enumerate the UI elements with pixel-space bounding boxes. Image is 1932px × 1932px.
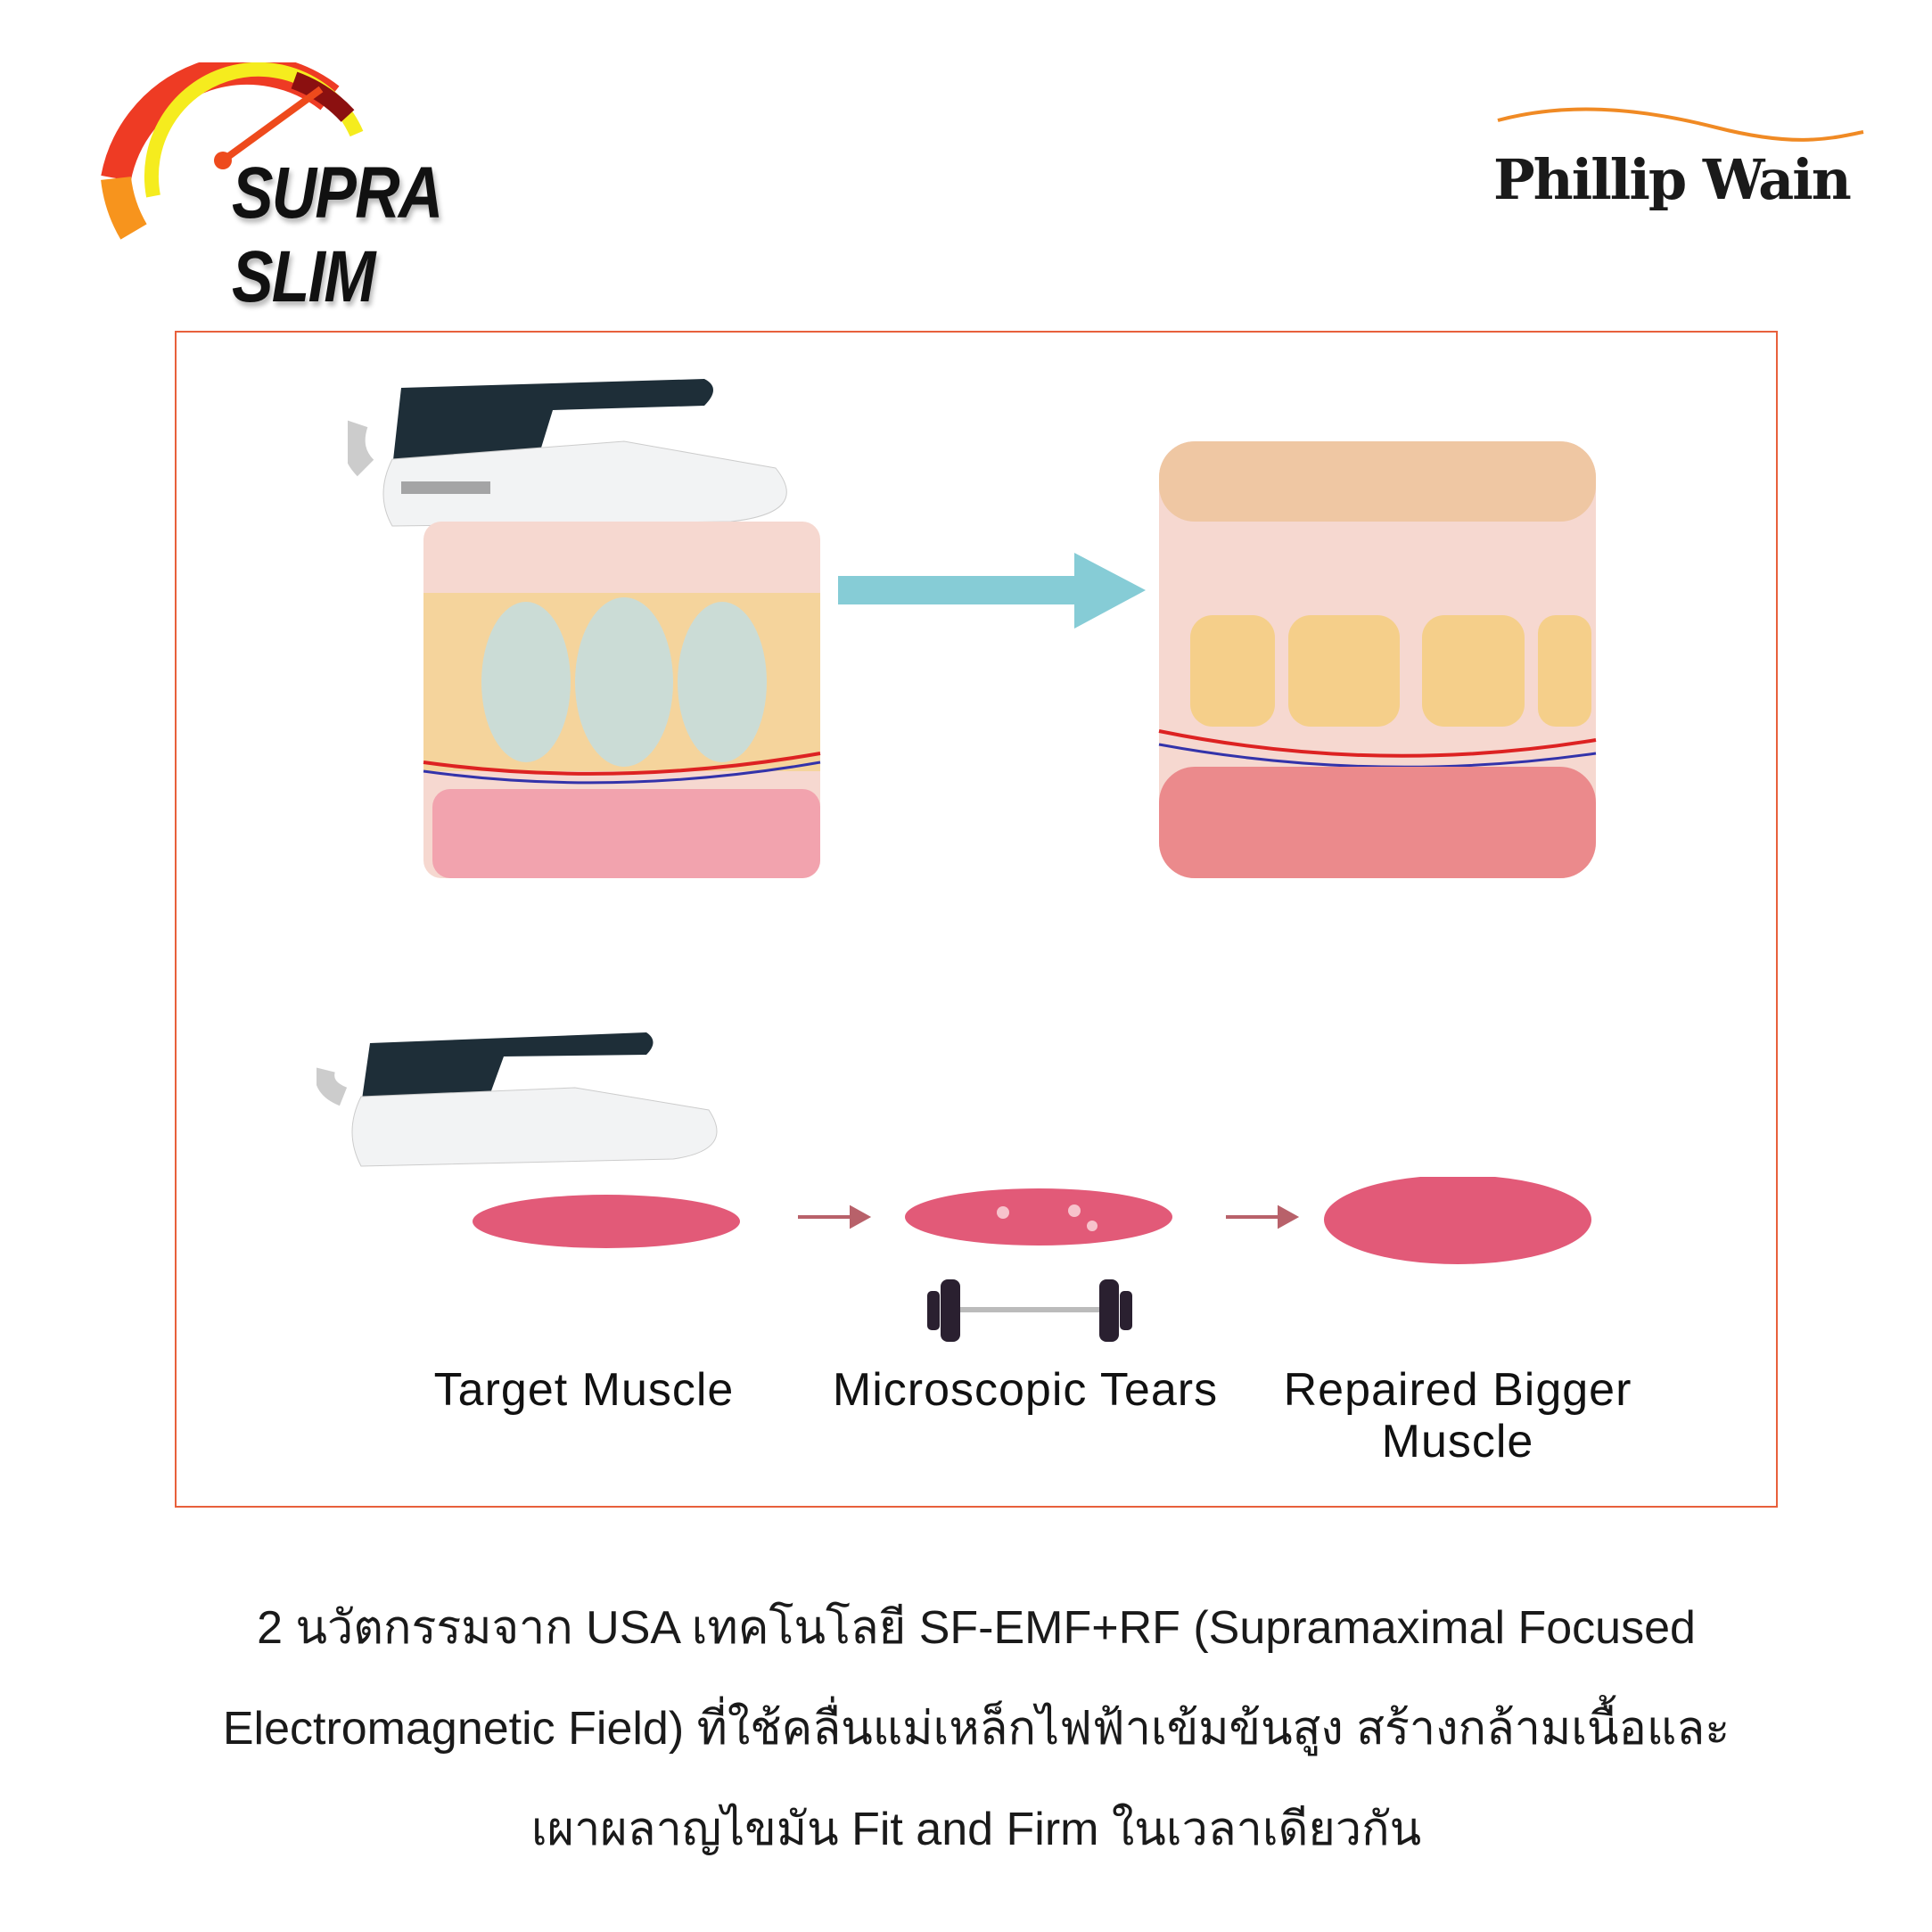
- small-arrow-right-icon: [798, 1204, 1300, 1229]
- label-microscopic-tears: Microscopic Tears: [832, 1364, 1219, 1416]
- phillip-wain-wordmark: Phillip Wain: [1493, 147, 1852, 212]
- description-text: 2 นวัตกรรมจาก USA เทคโนโลยี SF-EMF+RF (S…: [178, 1578, 1774, 1880]
- label-repaired-line2: Muscle: [1381, 1416, 1534, 1467]
- muscle-stages: [473, 1177, 1591, 1264]
- speedometer-icon: [101, 53, 364, 240]
- phillip-wain-logo: Phillip Wain: [1493, 103, 1868, 212]
- supra-slim-wordmark: SUPRA SLIM: [232, 152, 441, 317]
- swoosh-icon: [1497, 107, 1864, 142]
- dumbbell-icon: [927, 1279, 1132, 1342]
- target-muscle-icon: [473, 1195, 740, 1248]
- diagram-frame: [175, 331, 1778, 1508]
- tissue-block-before: [423, 522, 821, 878]
- emsculpt-device-small-icon: [317, 1032, 718, 1167]
- device-on-tissue-illustration: [348, 379, 821, 878]
- torn-muscle-icon: [905, 1188, 1172, 1246]
- tissue-block-after: [1158, 441, 1597, 878]
- repaired-muscle-icon: [1324, 1177, 1591, 1264]
- label-repaired-line1: Repaired Bigger: [1283, 1364, 1632, 1416]
- arrow-right-icon: [838, 553, 1146, 629]
- description-line-2: Electromagnetic Field) ที่ใช้คลื่นแม่เหล…: [222, 1703, 1731, 1755]
- label-repaired-muscle: Repaired Bigger Muscle: [1248, 1364, 1667, 1467]
- description-line-3: เผาผลาญไขมัน Fit and Firm ในเวลาเดียวกัน: [530, 1804, 1422, 1855]
- label-target-muscle: Target Muscle: [433, 1364, 735, 1416]
- supra-slim-logo: SUPRA SLIM: [98, 53, 633, 317]
- description-line-1: 2 นวัตกรรมจาก USA เทคโนโลยี SF-EMF+RF (S…: [257, 1602, 1696, 1654]
- emsculpt-device-icon: [348, 379, 787, 527]
